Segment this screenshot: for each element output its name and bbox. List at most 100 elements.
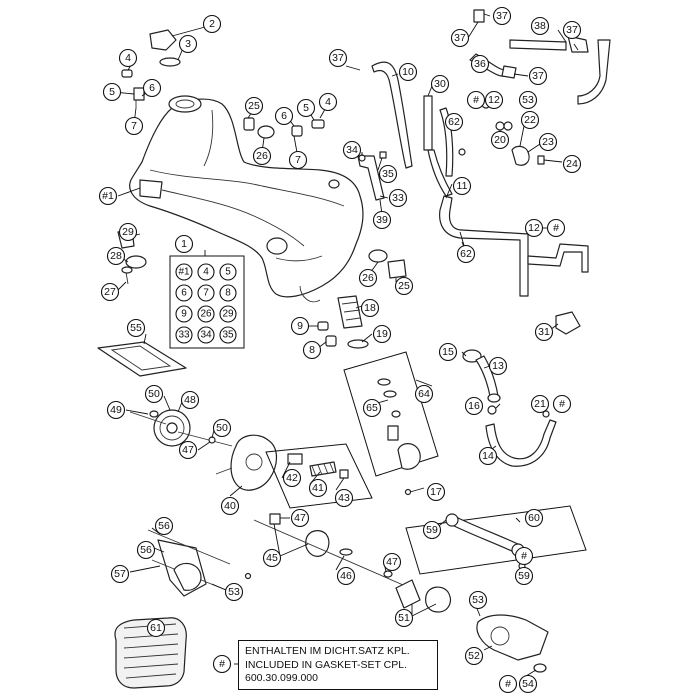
callout-hash-21: # (552, 394, 572, 414)
callout-6b: 6 (274, 106, 294, 126)
svg-text:13: 13 (492, 360, 504, 372)
callout-59a: 59 (422, 520, 442, 540)
svg-text:52: 52 (468, 650, 480, 662)
svg-text:2: 2 (209, 18, 215, 30)
svg-text:50: 50 (148, 388, 160, 400)
callout-31: 31 (534, 322, 554, 342)
svg-text:#1: #1 (102, 190, 114, 202)
callout-28: 28 (106, 246, 126, 266)
note-line-english: INCLUDED IN GASKET-SET CPL. (245, 658, 408, 671)
svg-text:27: 27 (104, 286, 116, 298)
kit-r3c2: 26 (197, 305, 215, 323)
relief-valve-group (265, 443, 373, 509)
svg-text:8: 8 (309, 344, 315, 356)
callout-7: 7 (124, 116, 144, 136)
callout-47b: 47 (290, 508, 310, 528)
callout-hash-54: # (498, 674, 518, 694)
svg-text:5: 5 (225, 267, 231, 278)
filter-housing-group (343, 351, 439, 496)
svg-text:15: 15 (442, 346, 454, 358)
svg-text:29: 29 (122, 226, 134, 238)
callout-13: 13 (488, 356, 508, 376)
callout-5: 5 (102, 82, 122, 102)
callout-30: 30 (430, 74, 450, 94)
callout-60: 60 (524, 508, 544, 528)
svg-text:23: 23 (542, 136, 554, 148)
svg-text:40: 40 (224, 500, 236, 512)
callout-22: 22 (520, 110, 540, 130)
callout-37a: 37 (328, 48, 348, 68)
callout-20: 20 (490, 130, 510, 150)
svg-text:26: 26 (200, 309, 212, 320)
callout-bubbles: 2 3 4 5 6 7 25 26 6 5 4 7 #1 37 10 30 62… (98, 6, 582, 694)
filler-cap-assembly (149, 26, 206, 67)
kit-r4c2: 34 (197, 326, 215, 344)
svg-text:21: 21 (534, 398, 546, 410)
callout-47a: 47 (178, 440, 198, 460)
svg-text:51: 51 (398, 612, 410, 624)
callout-hash-59: # (514, 546, 534, 566)
callout-38: 38 (530, 16, 550, 36)
svg-text:56: 56 (140, 544, 152, 556)
svg-text:37: 37 (496, 10, 508, 22)
svg-text:18: 18 (364, 302, 376, 314)
svg-text:6: 6 (181, 288, 187, 299)
svg-text:45: 45 (266, 552, 278, 564)
svg-text:55: 55 (130, 322, 142, 334)
callout-4b: 4 (318, 92, 338, 112)
svg-text:53: 53 (472, 594, 484, 606)
kit-r2c2: 7 (197, 284, 215, 302)
callout-17: 17 (426, 482, 446, 502)
kit-r3c1: 9 (175, 305, 193, 323)
svg-text:37: 37 (454, 32, 466, 44)
svg-text:62: 62 (448, 116, 460, 128)
svg-text:30: 30 (434, 78, 446, 90)
svg-text:47: 47 (182, 444, 194, 456)
callout-37c: 37 (492, 6, 512, 26)
callout-9: 9 (290, 316, 310, 336)
svg-text:11: 11 (457, 180, 468, 192)
callout-57: 57 (110, 564, 130, 584)
svg-text:53: 53 (228, 586, 240, 598)
svg-text:4: 4 (125, 52, 131, 64)
kit-r4c1: 33 (175, 326, 193, 344)
kit-r2c1: 6 (175, 284, 193, 302)
svg-text:47: 47 (386, 556, 398, 568)
callout-37b: 37 (450, 28, 470, 48)
gasket-set-note: ENTHALTEN IM DICHT.SATZ KPL. INCLUDED IN… (238, 640, 438, 690)
callout-43: 43 (334, 488, 354, 508)
svg-text:20: 20 (494, 134, 506, 146)
svg-text:25: 25 (398, 280, 410, 292)
callout-19: 19 (372, 324, 392, 344)
kit-r2c3: 8 (219, 284, 237, 302)
svg-text:8: 8 (225, 288, 231, 299)
callout-40: 40 (220, 496, 240, 516)
callout-48: 48 (180, 390, 200, 410)
callout-27: 27 (100, 282, 120, 302)
svg-text:26: 26 (256, 150, 268, 162)
svg-text:12: 12 (488, 94, 500, 106)
svg-text:59: 59 (426, 524, 438, 536)
svg-text:4: 4 (203, 267, 209, 278)
callout-54: 54 (518, 674, 538, 694)
callout-56b: 56 (136, 540, 156, 560)
svg-text:9: 9 (297, 320, 303, 332)
svg-text:50: 50 (216, 422, 228, 434)
svg-text:5: 5 (303, 102, 309, 114)
callout-47c: 47 (382, 552, 402, 572)
svg-text:35: 35 (222, 330, 234, 341)
callout-33: 33 (388, 188, 408, 208)
callout-2: 2 (202, 14, 222, 34)
kit-r1c1: #1 (175, 263, 193, 281)
kit-r4c3: 35 (219, 326, 237, 344)
svg-text:25: 25 (248, 100, 260, 112)
kit-r3c3: 29 (219, 305, 237, 323)
svg-text:64: 64 (418, 388, 430, 400)
svg-text:16: 16 (468, 400, 480, 412)
callout-6: 6 (142, 78, 162, 98)
callout-42: 42 (282, 468, 302, 488)
callout-29: 29 (118, 222, 138, 242)
callout-hash1-tank: #1 (98, 186, 118, 206)
svg-text:#: # (219, 658, 225, 670)
suction-pipe-group (405, 505, 587, 575)
